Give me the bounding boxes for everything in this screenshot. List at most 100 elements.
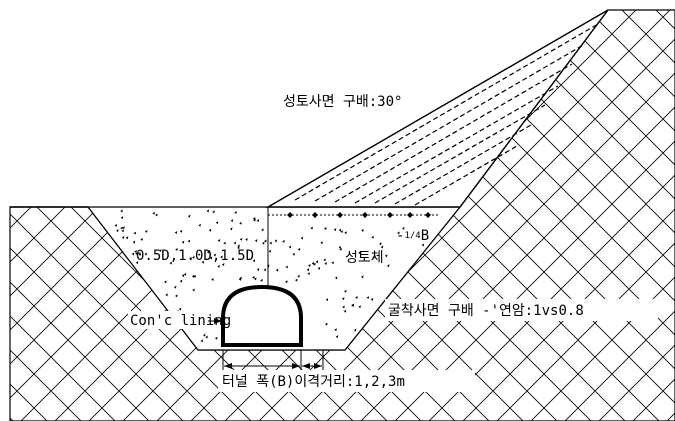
stipple-mark	[125, 236, 129, 240]
stipple-mark	[353, 328, 357, 332]
stipple-mark	[379, 242, 382, 246]
stipple-mark	[187, 239, 191, 243]
stipple-mark	[285, 280, 288, 284]
stipple-mark	[214, 336, 218, 340]
stipple-mark	[371, 235, 374, 239]
stipple-mark	[358, 251, 361, 255]
stipple-mark	[256, 219, 260, 223]
stipple-mark	[223, 241, 226, 245]
stipple-mark	[179, 229, 183, 233]
fill-body-label: 성토체	[345, 250, 384, 266]
quarter-b-prefix: -	[396, 228, 404, 244]
stipple-mark	[261, 228, 264, 232]
stipple-mark	[133, 231, 137, 235]
stipple-mark	[245, 237, 248, 241]
quarter-b-suffix: B	[421, 228, 429, 244]
stipple-mark	[215, 221, 219, 225]
stipple-mark	[360, 275, 364, 279]
stipple-mark	[208, 228, 212, 232]
stipple-mark	[268, 249, 272, 253]
width-clearance-label: 터널 폭(B)이격거리:1,2,3m	[222, 374, 405, 390]
stipple-mark	[372, 255, 376, 259]
stipple-mark	[343, 309, 347, 313]
stipple-mark	[122, 226, 125, 230]
stipple-mark	[310, 226, 313, 230]
stipple-mark	[200, 339, 204, 343]
stipple-mark	[342, 305, 345, 309]
stipple-mark	[206, 250, 210, 254]
stipple-mark	[335, 335, 339, 339]
stipple-mark	[221, 263, 225, 267]
stipple-mark	[211, 277, 214, 281]
stipple-mark	[421, 243, 425, 247]
stipple-mark	[366, 296, 370, 300]
stipple-mark	[144, 252, 147, 256]
stipple-mark	[370, 297, 374, 301]
stipple-mark	[233, 241, 237, 245]
stipple-mark	[120, 216, 124, 220]
stipple-mark	[179, 279, 183, 283]
stipple-mark	[340, 230, 343, 234]
width-dimension	[222, 350, 324, 372]
stipple-mark	[324, 261, 327, 265]
stipple-mark	[315, 260, 319, 264]
stipple-mark	[380, 245, 384, 249]
stipple-mark	[338, 245, 342, 249]
stipple-mark	[192, 255, 195, 259]
embankment-wedge	[265, 9, 609, 208]
stipple-mark	[253, 277, 257, 281]
stipple-mark	[260, 278, 263, 282]
stipple-mark	[331, 261, 334, 265]
stipple-mark	[132, 240, 136, 244]
stipple-mark	[323, 258, 326, 262]
stipple-mark	[217, 238, 221, 242]
stipple-mark	[191, 274, 195, 278]
stipple-mark	[355, 295, 358, 299]
stipple-mark	[288, 245, 292, 249]
stipple-mark	[351, 303, 354, 307]
stipple-mark	[206, 209, 210, 213]
stipple-mark	[239, 237, 243, 241]
stipple-mark	[254, 239, 258, 243]
stipple-mark	[175, 247, 178, 251]
stipple-mark	[317, 266, 321, 270]
stipple-mark	[313, 262, 316, 266]
stipple-mark	[138, 252, 141, 256]
stipple-mark	[297, 247, 301, 251]
fill-stipple	[114, 209, 425, 343]
stipple-mark	[121, 229, 124, 233]
stipple-mark	[198, 223, 201, 227]
stipple-mark	[155, 213, 158, 217]
stipple-mark	[205, 335, 208, 339]
stipple-mark	[187, 214, 191, 218]
quarter-b-fraction: 1/4	[404, 231, 420, 241]
stipple-mark	[295, 278, 298, 282]
stipple-mark	[282, 239, 285, 243]
stipple-mark	[384, 254, 388, 258]
stipple-mark	[306, 268, 310, 272]
stipple-mark	[131, 252, 135, 256]
stipple-mark	[264, 239, 267, 243]
stipple-mark	[165, 293, 168, 297]
stipple-mark	[220, 255, 223, 259]
stipple-mark	[237, 244, 240, 248]
stipple-mark	[401, 226, 405, 230]
stipple-mark	[189, 256, 192, 260]
stipple-mark	[144, 229, 148, 233]
stipple-mark	[307, 272, 310, 276]
stipple-mark	[285, 265, 288, 269]
stipple-mark	[361, 228, 364, 232]
stipple-mark	[135, 261, 139, 265]
depth-options-label: 0.5D,1.0D,1.5D	[136, 248, 254, 264]
stipple-mark	[174, 231, 178, 235]
stipple-mark	[300, 236, 304, 240]
stipple-mark	[262, 241, 265, 245]
stipple-mark	[338, 228, 342, 232]
stipple-mark	[114, 223, 118, 227]
stipple-mark	[341, 297, 345, 301]
stipple-mark	[212, 210, 215, 214]
stipple-mark	[339, 247, 342, 251]
stipple-mark	[201, 260, 205, 264]
stipple-mark	[213, 253, 216, 257]
stipple-mark	[116, 229, 119, 233]
